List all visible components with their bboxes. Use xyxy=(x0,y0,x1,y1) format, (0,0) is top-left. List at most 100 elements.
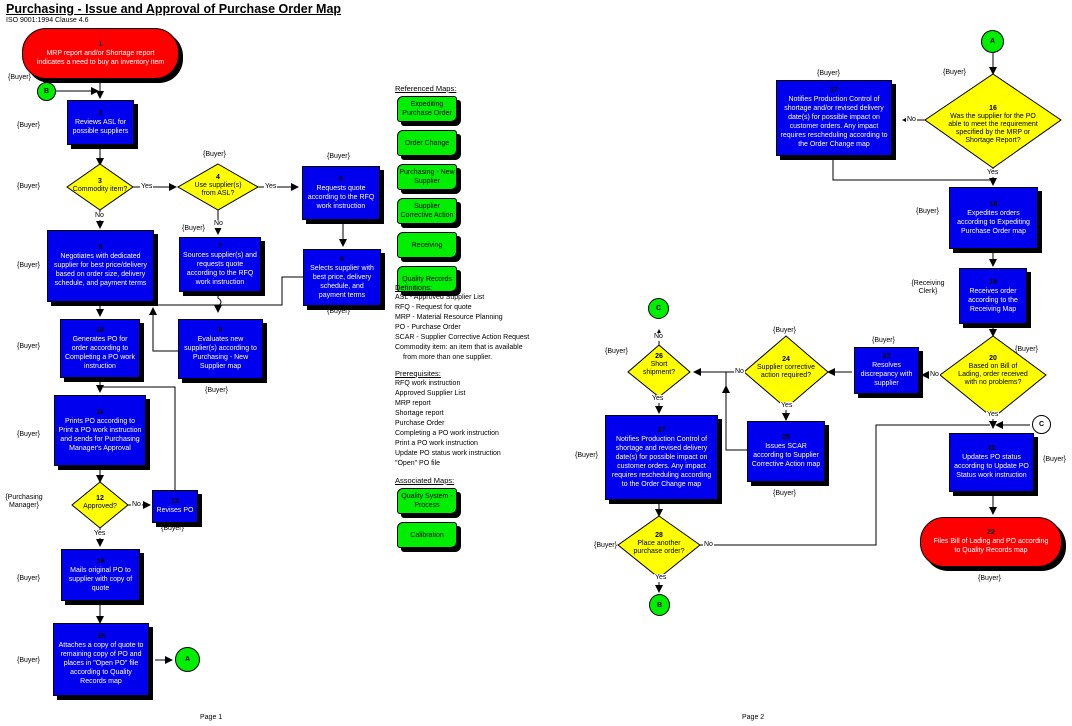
step-text: Use supplier(s) from ASL? xyxy=(194,182,242,197)
step-10-box[interactable]: 10 Generates PO for order according to C… xyxy=(60,319,140,378)
step-20-decision[interactable]: 20 Based on Bill of Lading, order receiv… xyxy=(958,338,1028,404)
step-text: Commodity item? xyxy=(72,186,128,193)
edge-28-21 xyxy=(700,424,990,546)
step-15-box[interactable]: 15 Attaches a copy of quote to remaining… xyxy=(53,623,149,696)
step-14-box[interactable]: 14 Mails original PO to supplier with co… xyxy=(61,549,140,601)
step-number: 21 xyxy=(987,445,996,452)
definition-item: RFQ - Request for quote xyxy=(395,304,472,311)
step-8-box[interactable]: 8 Evaluates new supplier(s) according to… xyxy=(178,319,263,379)
decision-3 xyxy=(66,163,134,211)
role-label: {Buyer} xyxy=(916,208,939,215)
ref-map-expediting[interactable]: Expediting Purchase Order xyxy=(397,96,459,126)
role-label: {Buyer} xyxy=(1015,346,1038,353)
edge-13-11 xyxy=(103,386,176,490)
step-text: Receives order according to the Receivin… xyxy=(968,287,1018,313)
step-17-box[interactable]: 17 Notifies Production Control of shorta… xyxy=(776,80,892,156)
step-18-box[interactable]: 18 Expedites orders according to Expedit… xyxy=(949,187,1038,249)
prerequisite-item: Update PO status work instruction xyxy=(395,450,501,457)
ref-map-label: Purchasing - New Supplier xyxy=(397,164,457,190)
step-12-decision[interactable]: 12 Approved? xyxy=(76,490,124,516)
connector-c[interactable]: C xyxy=(648,298,669,319)
step-26-decision[interactable]: 26 Short shipment? xyxy=(634,347,684,383)
step-5-box[interactable]: 5 Requests quote according to the RFQ wo… xyxy=(302,166,380,220)
definitions-section: Definitions: ASL - Approved Supplier Lis… xyxy=(395,283,529,363)
step-number: 7 xyxy=(218,242,222,250)
ref-map-supplier-corrective-action[interactable]: Supplier Corrective Action xyxy=(397,198,459,228)
ref-map-quality-records[interactable]: Quality Records xyxy=(397,266,459,296)
decision-4 xyxy=(176,163,260,211)
step-16-decision[interactable]: 16 Was the supplier for the PO able to m… xyxy=(943,100,1043,150)
connector-a[interactable]: A xyxy=(981,30,1004,53)
step-22-end-terminator[interactable]: 22 Files Bill of Lading and PO according… xyxy=(920,517,1062,567)
step-text: Mails original PO to supplier with copy … xyxy=(68,566,133,592)
role-label: {Buyer} xyxy=(327,153,350,160)
ref-map-label: Supplier Corrective Action xyxy=(397,198,457,224)
step-9-box[interactable]: 9 Negotiates with dedicated supplier for… xyxy=(47,230,154,302)
prerequisite-item: Print a PO work instruction xyxy=(395,440,478,447)
step-text: Supplier corrective action required? xyxy=(757,364,815,379)
step-25-box[interactable]: 25 Issues SCAR according to Supplier Cor… xyxy=(747,421,825,482)
step-2-box[interactable]: 2 Reviews ASL for possible suppliers xyxy=(67,100,134,145)
prerequisite-item: Completing a PO work instruction xyxy=(395,430,499,437)
step-6-box[interactable]: 6 Selects supplier with best price, deli… xyxy=(303,249,381,306)
step-1-start-terminator[interactable]: 1 MRP report and/or Shortage report indi… xyxy=(22,28,179,79)
decision-16 xyxy=(924,73,1062,169)
role-label: {Buyer} xyxy=(17,575,40,582)
connector-a[interactable]: A xyxy=(175,647,200,672)
step-3-decision[interactable]: 3 Commodity item? xyxy=(72,170,128,202)
referenced-maps-heading: Referenced Maps: xyxy=(395,84,457,93)
step-27-box[interactable]: 27 Notifies Production Control of shorta… xyxy=(605,415,718,500)
role-label: {Buyer} xyxy=(203,151,226,158)
prerequisite-item: "Open" PO file xyxy=(395,460,441,467)
connector-c[interactable]: C xyxy=(1032,415,1051,434)
step-23-box[interactable]: 23 Resolves discrepancy with supplier xyxy=(854,347,919,394)
role-label: {Buyer} xyxy=(773,490,796,497)
assoc-map-quality-system-process[interactable]: Quality System - Process xyxy=(397,488,459,518)
connector-b[interactable]: B xyxy=(37,82,56,101)
step-number: 24 xyxy=(782,356,790,363)
role-label: {Buyer} xyxy=(161,525,184,532)
step-number: 17 xyxy=(830,87,838,94)
step-text: Generates PO for order according to Comp… xyxy=(64,335,136,370)
ref-map-new-supplier[interactable]: Purchasing - New Supplier xyxy=(397,164,459,194)
step-text: Place another purchase order? xyxy=(633,540,685,555)
edge-8-9 xyxy=(149,307,178,352)
step-text: Evaluates new supplier(s) according to P… xyxy=(184,336,257,370)
definition-item: MRP - Material Resource Planning xyxy=(395,314,503,321)
prerequisite-item: Purchase Order xyxy=(395,420,445,427)
ref-map-receiving[interactable]: Receiving xyxy=(397,232,459,262)
step-text: Based on Bill of Lading, order received … xyxy=(958,363,1028,386)
role-label: {Buyer} xyxy=(575,452,598,459)
assoc-map-calibration[interactable]: Calibration xyxy=(397,522,459,552)
ref-map-label: Quality System - Process xyxy=(397,488,457,514)
step-text: Requests quote according to the RFQ work… xyxy=(307,184,375,210)
step-7-box[interactable]: 7 Sources supplier(s) and requests quote… xyxy=(179,237,261,292)
step-number: 3 xyxy=(98,178,102,185)
definitions-heading: Definitions: xyxy=(395,283,433,292)
step-11-box[interactable]: 11 Prints PO according to Print a PO wor… xyxy=(54,395,146,466)
definition-item: PO - Purchase Order xyxy=(395,324,461,331)
step-number: 10 xyxy=(96,326,104,334)
step-28-decision[interactable]: 28 Place another purchase order? xyxy=(630,520,688,568)
step-text: Short shipment? xyxy=(642,361,676,376)
step-13-box[interactable]: 13 Revises PO xyxy=(152,490,198,523)
step-text: Updates PO status according to Update PO… xyxy=(954,454,1029,479)
definition-item: SCAR - Supplier Corrective Action Reques… xyxy=(395,334,530,341)
ref-map-order-change[interactable]: Order Change xyxy=(397,130,459,160)
step-21-box[interactable]: 21 Updates PO status according to Update… xyxy=(949,433,1034,492)
step-number: 25 xyxy=(782,434,790,441)
step-number: 27 xyxy=(657,426,666,434)
step-4-decision[interactable]: 4 Use supplier(s) from ASL? xyxy=(188,170,248,202)
prerequisites-section: Prerequisites: RFQ work instruction Appr… xyxy=(395,369,501,469)
step-number: 16 xyxy=(989,105,997,112)
step-19-box[interactable]: 19 Receives order according to the Recei… xyxy=(959,268,1027,324)
step-24-decision[interactable]: 24 Supplier corrective action required? xyxy=(756,344,816,392)
step-number: 20 xyxy=(989,355,997,362)
edge-label-no: No xyxy=(94,212,105,220)
edge-label-no: No xyxy=(653,333,664,341)
ref-map-label: Calibration xyxy=(397,522,457,548)
step-text: Approved? xyxy=(83,503,117,510)
edge-label-no: No xyxy=(929,371,940,379)
role-label: {Buyer} xyxy=(17,343,40,350)
connector-b[interactable]: B xyxy=(649,594,670,616)
